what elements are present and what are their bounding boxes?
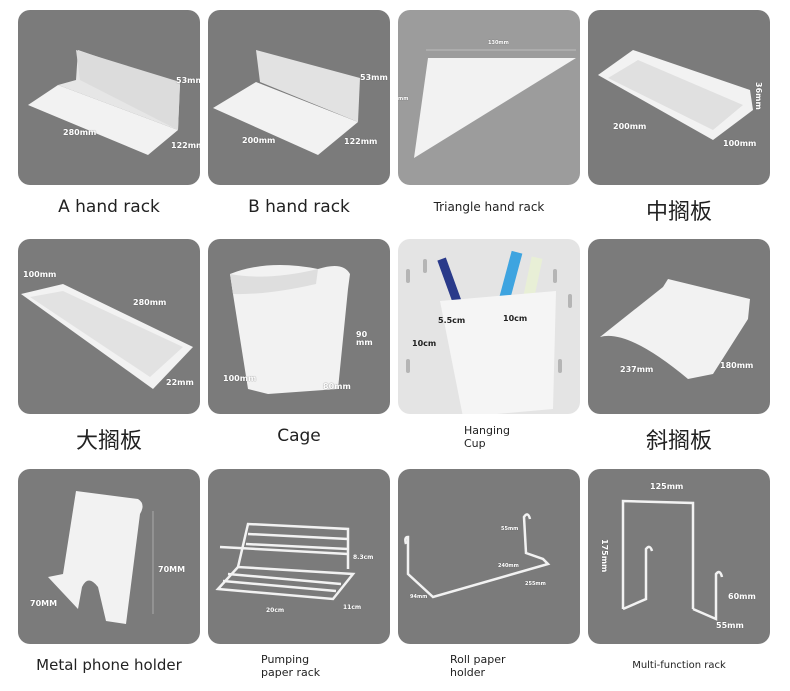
- dim-width: 100mm: [23, 270, 57, 279]
- product-card-roll-paper-holder[interactable]: 55mm 240mm 255mm 94mm: [398, 469, 580, 644]
- a-hand-rack-image: [28, 50, 180, 155]
- product-card-large-shelf[interactable]: 100mm 280mm 22mm: [18, 239, 200, 414]
- product-card-slanted-shelf[interactable]: 237mm 180mm: [588, 239, 770, 414]
- label-line: Hanging: [464, 424, 510, 437]
- product-card-triangle-hand-rack[interactable]: 130mm mm: [398, 10, 580, 185]
- dim-depth: 122mm: [171, 141, 200, 150]
- label-a-hand-rack: A hand rack: [58, 197, 160, 217]
- dim-depth: 55mm: [716, 621, 744, 630]
- dim-height: 53mm: [176, 76, 200, 85]
- dim-width: 125mm: [650, 482, 684, 491]
- dim-length: 200mm: [613, 122, 647, 131]
- dim-depth: 5.5cm: [438, 316, 466, 325]
- pumping-paper-rack-image: [215, 522, 356, 601]
- dim-hook-height: 60mm: [728, 592, 756, 601]
- product-card-a-hand-rack[interactable]: 53mm 280mm 122mm: [18, 10, 200, 185]
- label-slanted-shelf: 斜搁板: [645, 429, 712, 454]
- dim-depth: 122mm: [344, 137, 378, 146]
- label-middle-shelf: 中搁板: [645, 200, 712, 225]
- dim-width: 10cm: [503, 314, 528, 323]
- dim-height: 8.3cm: [353, 554, 374, 561]
- dim-height: 175mm: [600, 539, 609, 573]
- dim-length: 280mm: [133, 298, 167, 307]
- product-card-multi-function-rack[interactable]: 125mm 175mm 60mm 55mm: [588, 469, 770, 644]
- middle-shelf-image: [598, 50, 753, 140]
- label-metal-phone-holder: Metal phone holder: [36, 656, 182, 674]
- dim-width: 20cm: [266, 607, 285, 614]
- dim-length: 255mm: [525, 581, 546, 587]
- dim-bar: 240mm: [498, 563, 519, 569]
- label-line: Pumping: [261, 653, 310, 666]
- dim-depth: 180mm: [720, 361, 754, 370]
- label-line: Roll paper: [450, 653, 506, 666]
- dim-depth: 11cm: [343, 604, 362, 611]
- slanted-shelf-image: [600, 279, 750, 379]
- label-line: paper rack: [261, 666, 321, 679]
- dim-depth: 80mm: [323, 382, 351, 391]
- dim-width: 130mm: [488, 40, 509, 46]
- metal-phone-holder-image: [48, 491, 154, 624]
- dim-length: 200mm: [242, 136, 276, 145]
- label-b-hand-rack: B hand rack: [248, 197, 350, 217]
- dim-width: 100mm: [223, 374, 257, 383]
- dim-height: 10cm: [412, 339, 437, 348]
- label-large-shelf: 大搁板: [75, 429, 142, 454]
- product-card-b-hand-rack[interactable]: 53mm 200mm 122mm: [208, 10, 390, 185]
- dim-depth: 70MM: [30, 599, 58, 608]
- dim-height: 22mm: [166, 378, 194, 387]
- dim-height: 90 mm: [356, 330, 373, 347]
- cage-image: [230, 265, 350, 394]
- hanging-cup-image: [406, 250, 572, 414]
- label-multi-function-rack: Multi-function rack: [632, 660, 726, 671]
- multi-function-rack-image: [621, 499, 724, 621]
- dim-length: 280mm: [63, 128, 97, 137]
- dim-height: 36mm: [754, 82, 763, 110]
- dim-depth: 100mm: [723, 139, 757, 148]
- label-cage: Cage: [277, 426, 321, 446]
- dim-length: 237mm: [620, 365, 654, 374]
- large-shelf-image: [21, 284, 193, 389]
- b-hand-rack-image: [213, 50, 360, 155]
- product-card-metal-phone-holder[interactable]: 70MM 70MM: [18, 469, 200, 644]
- dim-side: mm: [398, 96, 409, 102]
- dim-depth: 94mm: [410, 594, 428, 600]
- dim-hook: 55mm: [501, 526, 519, 532]
- product-card-cage[interactable]: 90 mm 100mm 80mm: [208, 239, 390, 414]
- label-line: holder: [450, 666, 486, 679]
- triangle-hand-rack-image: [414, 49, 576, 158]
- product-card-pumping-paper-rack[interactable]: 8.3cm 20cm 11cm: [208, 469, 390, 644]
- roll-paper-holder-image: [404, 513, 551, 599]
- label-line: Cup: [464, 437, 486, 450]
- dim-height: 53mm: [360, 73, 388, 82]
- product-card-hanging-cup[interactable]: 5.5cm 10cm 10cm: [398, 239, 580, 414]
- product-card-middle-shelf[interactable]: 36mm 200mm 100mm: [588, 10, 770, 185]
- dim-height: 70MM: [158, 565, 186, 574]
- label-triangle-hand-rack: Triangle hand rack: [433, 200, 545, 214]
